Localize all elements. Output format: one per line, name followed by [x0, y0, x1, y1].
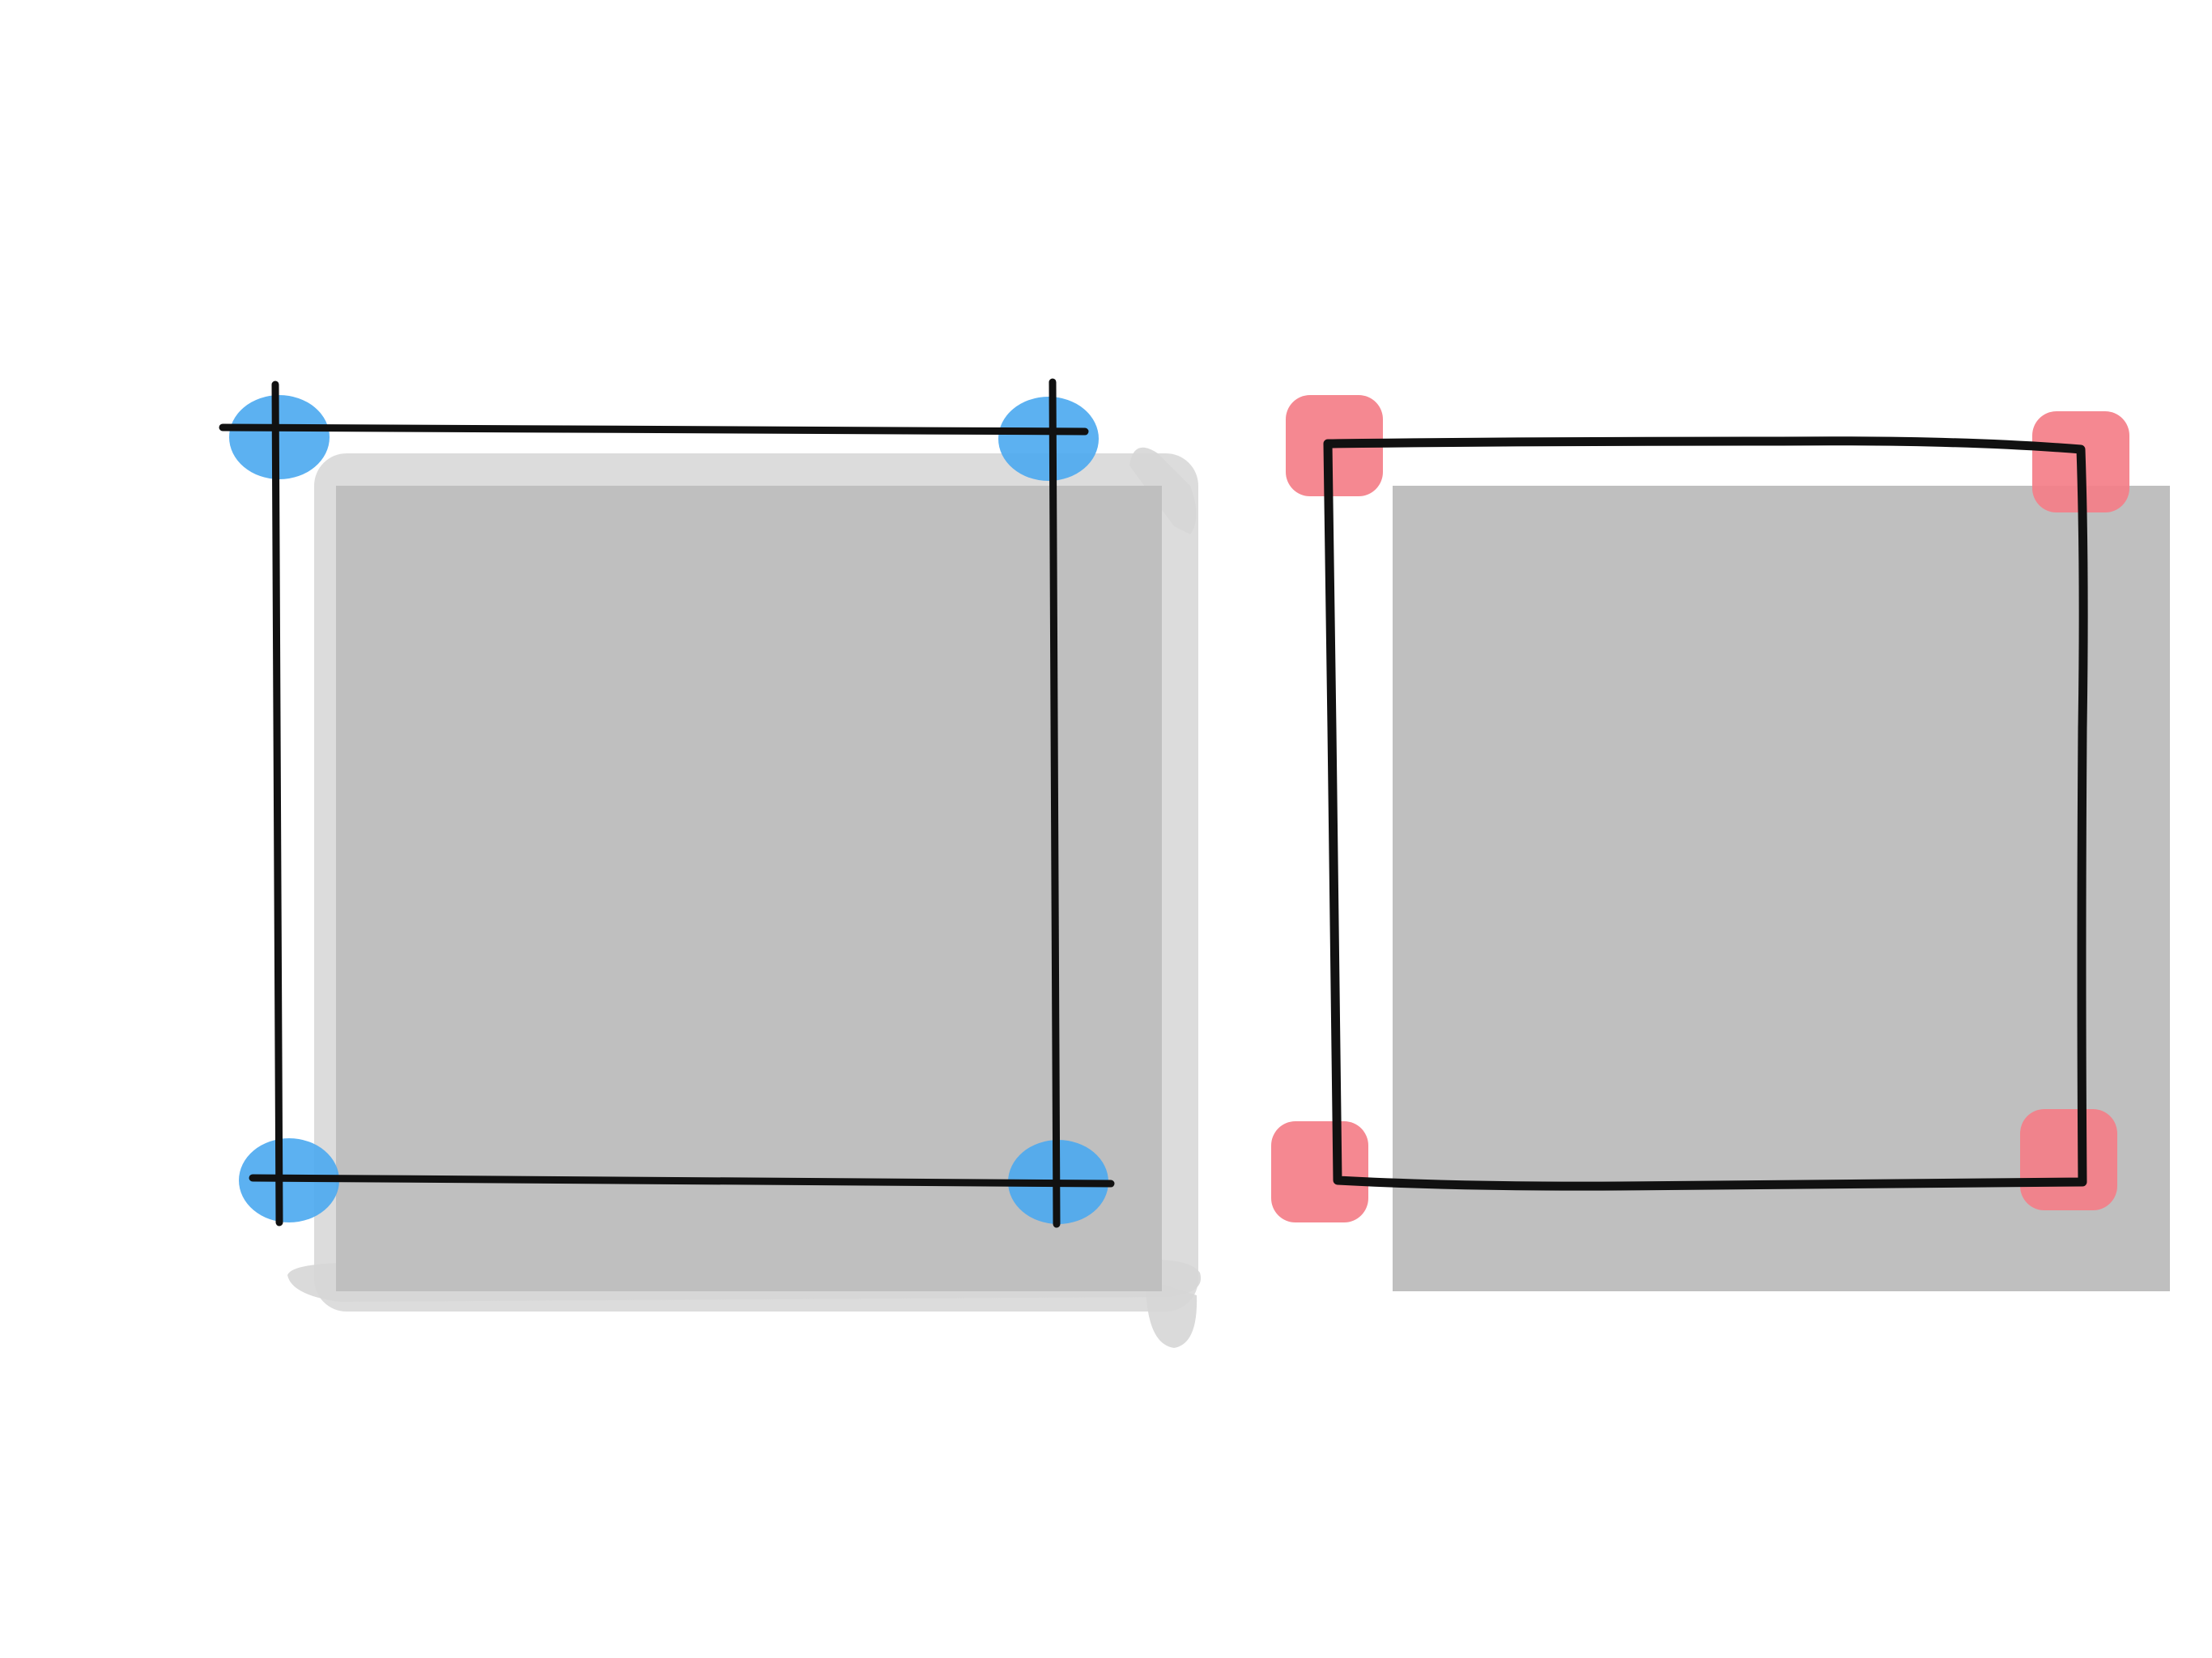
frame-right-line — [1049, 378, 1061, 1228]
handle-top-right-circle-icon — [998, 397, 1099, 481]
frame-bottom-line — [249, 1174, 1115, 1188]
handle-top-left-circle-icon — [229, 395, 330, 479]
frame-rectangle — [1323, 436, 2088, 1191]
frame-left-line — [271, 380, 283, 1226]
gray-panel-top-right-smear — [1129, 447, 1197, 534]
handle-bottom-right-square-icon — [2020, 1109, 2117, 1210]
frame-top-line — [219, 423, 1089, 436]
right-diagram-square-handles — [1271, 395, 2170, 1291]
handle-bottom-left-square-icon — [1271, 1121, 1368, 1222]
gray-panel-bottom-right-smear — [1146, 1279, 1197, 1348]
left-diagram-crosshair-handles — [219, 378, 1202, 1348]
